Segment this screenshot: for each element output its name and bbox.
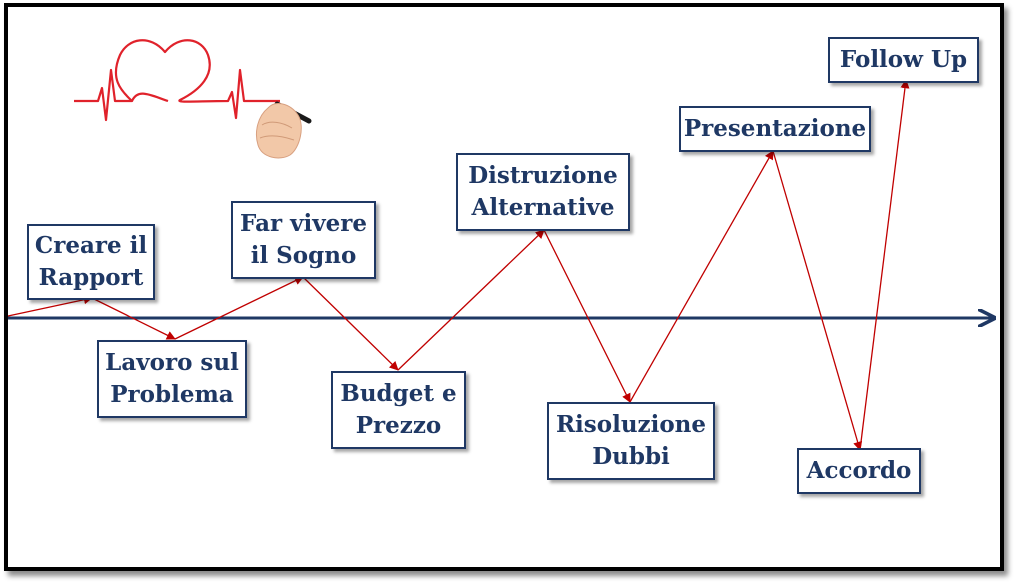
stage-creare-il-rapport: Creare il Rapport xyxy=(27,224,155,300)
connector-2 xyxy=(174,276,304,340)
stage-connectors xyxy=(7,79,910,451)
connector-3 xyxy=(302,276,399,371)
stage-lavoro-sul-problema: Lavoro sul Problema xyxy=(97,340,247,418)
connector-7 xyxy=(772,150,863,451)
connector-8 xyxy=(859,79,910,451)
stage-accordo: Accordo xyxy=(797,448,921,494)
connector-5 xyxy=(543,229,631,403)
connector-1 xyxy=(91,297,176,340)
connector-4 xyxy=(397,229,545,371)
stage-risoluzione-dubbi: Risoluzione Dubbi xyxy=(547,402,715,480)
stage-far-vivere-il-sogno: Far vivere il Sogno xyxy=(231,201,376,279)
connector-start xyxy=(7,295,93,317)
slide-border xyxy=(4,3,1004,571)
stage-follow-up: Follow Up xyxy=(828,37,979,83)
stage-distruzione-alternative: Distruzione Alternative xyxy=(456,153,630,231)
connector-6 xyxy=(629,150,774,403)
stage-presentazione: Presentazione xyxy=(679,106,871,152)
heart-ecg-hand-icon xyxy=(74,39,312,159)
stage-budget-e-prezzo: Budget e Prezzo xyxy=(331,371,466,449)
